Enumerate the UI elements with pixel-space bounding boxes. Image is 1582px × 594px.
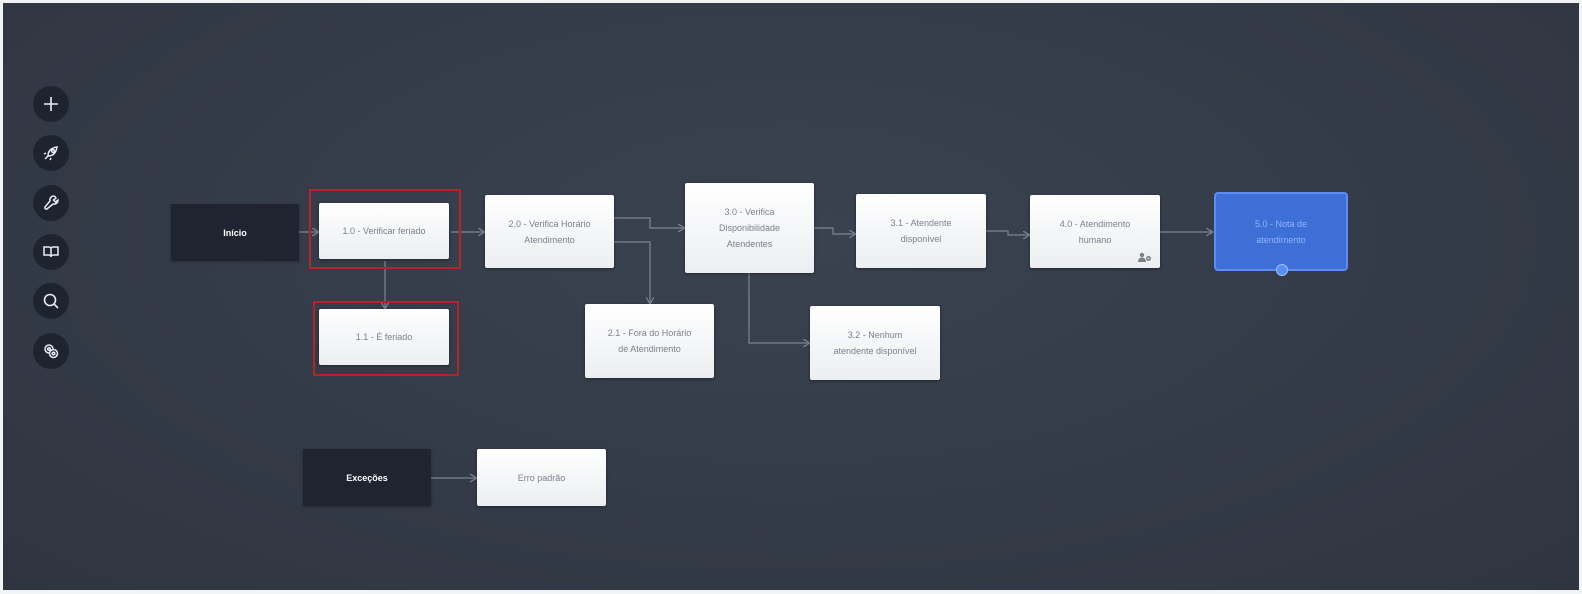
link-3-1-to-4-0	[986, 230, 1030, 235]
connector-layer	[299, 217, 1579, 590]
wrench-icon	[44, 195, 59, 210]
link-2-0-to-2-1	[614, 241, 650, 304]
node-1-1[interactable]: 1.1 - É feriado	[319, 309, 449, 365]
node-3-2[interactable]: 3.2 - Nenhum atendente disponível	[810, 306, 940, 380]
node-3-1[interactable]: 3.1 - Atendente disponível	[856, 194, 986, 268]
publish-button[interactable]	[33, 135, 69, 171]
node-5-0-output-handle[interactable]	[1276, 264, 1288, 276]
start-node[interactable]: Início	[171, 204, 299, 261]
book-icon	[43, 246, 59, 258]
link-3-0-to-3-1	[814, 227, 856, 234]
documentation-button[interactable]	[33, 234, 69, 270]
highlight-box-1-1	[313, 301, 459, 376]
flow-canvas[interactable]: Início 1.0 - Verificar feriado 1.1 - É f…	[3, 3, 1579, 590]
node-5-0[interactable]: 5.0 - Nota de atendimento	[1214, 192, 1348, 271]
highlight-box-1-0	[309, 189, 461, 269]
rocket-icon	[43, 146, 58, 161]
node-2-1[interactable]: 2.1 - Fora do Horário de Atendimento	[585, 304, 714, 378]
cycle-settings-button[interactable]	[33, 333, 69, 369]
link-2-0-to-3-0	[614, 217, 685, 228]
node-1-0[interactable]: 1.0 - Verificar feriado	[319, 203, 449, 259]
node-4-0[interactable]: 4.0 - Atendimento humano	[1030, 195, 1160, 268]
node-2-0[interactable]: 2.0 - Verifica Horário Atendimento	[485, 195, 614, 268]
node-3-0[interactable]: 3.0 - Verifica Disponibilidade Atendente…	[685, 183, 814, 273]
add-icon	[44, 97, 58, 111]
node-4-0-label: 4.0 - Atendimento humano	[1059, 218, 1131, 245]
human-agent-icon	[1138, 252, 1151, 262]
link-3-0-to-3-2	[748, 273, 810, 343]
error-default-node[interactable]: Erro padrão	[477, 449, 606, 506]
settings-cycle-icon	[44, 344, 59, 359]
tools-button[interactable]	[33, 185, 69, 221]
exceptions-node[interactable]: Exceções	[303, 449, 431, 506]
search-button[interactable]	[33, 283, 69, 319]
add-button[interactable]	[33, 86, 69, 122]
search-icon	[43, 293, 59, 309]
